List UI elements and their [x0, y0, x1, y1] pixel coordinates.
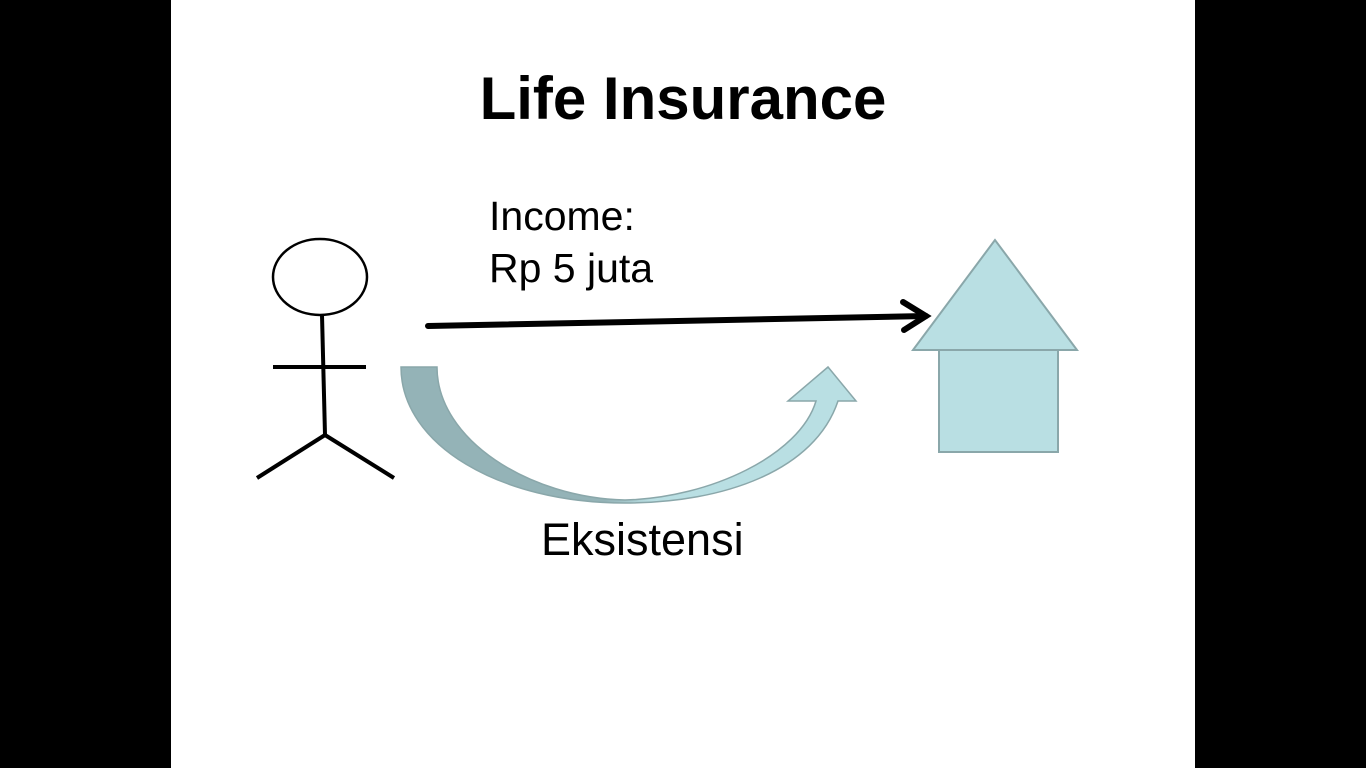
curved-arrow-icon — [400, 365, 858, 504]
slide-title: Life Insurance — [479, 65, 887, 132]
house-icon — [911, 238, 1079, 453]
income-value: Rp 5 juta — [489, 245, 654, 291]
income-label: Income: — [489, 193, 635, 239]
curve-label: Eksistensi — [541, 514, 744, 565]
stick-figure-icon — [255, 237, 396, 480]
income-arrow-icon — [425, 299, 932, 333]
income-text: Income: Rp 5 juta — [489, 190, 653, 294]
